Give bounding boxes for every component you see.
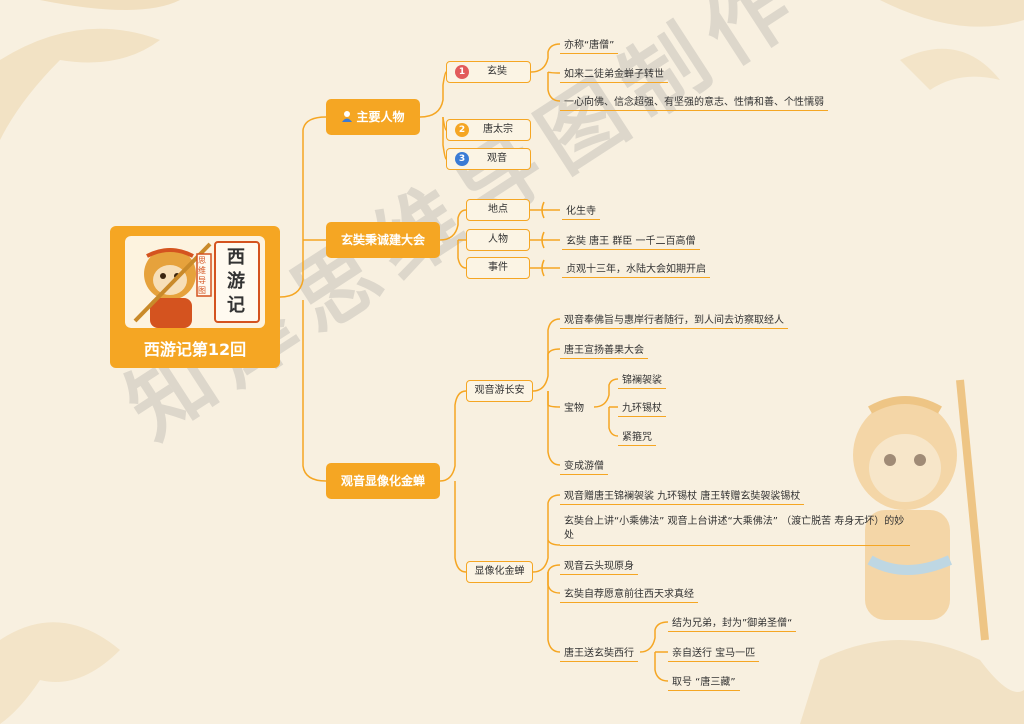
character-xuanzang[interactable]: 1 玄奘 [446, 61, 531, 83]
number-badge: 2 [455, 123, 469, 137]
leaf-node[interactable]: 变成游僧 [560, 457, 608, 475]
character-guanyin[interactable]: 3 观音 [446, 148, 531, 170]
leaf-node[interactable]: 结为兄弟，封为”御弟圣僧“ [668, 614, 797, 632]
leaf-node[interactable]: 贞观十三年，水陆大会如期开启 [562, 260, 710, 278]
guanyin-tour[interactable]: 观音游长安 [466, 380, 533, 402]
leaf-node[interactable]: 紧箍咒 [618, 428, 656, 446]
branch-assembly[interactable]: 玄奘秉诚建大会 [326, 222, 440, 258]
leaf-node[interactable]: 唐王宣扬善果大会 [560, 341, 648, 359]
leaf-node[interactable]: 玄奘台上讲“小乘佛法” 观音上台讲述“大乘佛法” （渡亡脱苦 寿身无坏）的妙处 [560, 515, 910, 546]
leaf-node[interactable]: 观音云头现原身 [560, 557, 638, 575]
branch-guanyin[interactable]: 观音显像化金蝉 [326, 463, 440, 499]
character-label: 观音 [487, 153, 507, 164]
leaf-node[interactable]: 亦称“唐僧” [560, 36, 619, 54]
leaf-node[interactable]: 观音奉佛旨与惠岸行者随行，到人间去访察取经人 [560, 311, 788, 329]
leaf-node[interactable]: 九环锡杖 [618, 399, 666, 417]
leaf-node[interactable]: 一心向佛、信念超强、有坚强的意志、性情和善、个性懦弱 [560, 93, 828, 111]
assembly-event[interactable]: 事件 [466, 257, 530, 279]
root-node[interactable]: 西游记 思维导图 西游记第12回 [110, 226, 280, 368]
leaf-node[interactable]: 亲自送行 宝马一匹 [668, 644, 760, 662]
assembly-people[interactable]: 人物 [466, 229, 530, 251]
guanyin-manifest[interactable]: 显像化金蝉 [466, 561, 533, 583]
cover-title-text: 西游记 [227, 247, 245, 316]
leaf-node[interactable]: 化生寺 [562, 202, 600, 220]
leaf-node[interactable]: 锦襕袈裟 [618, 371, 666, 389]
character-label: 唐太宗 [483, 124, 513, 135]
leaf-node[interactable]: 玄奘自荐愿意前往西天求真经 [560, 585, 698, 603]
character-taizong[interactable]: 2 唐太宗 [446, 119, 531, 141]
leaf-node[interactable]: 取号 “唐三藏” [668, 673, 740, 691]
treasure-node[interactable]: 宝物 [564, 403, 584, 414]
leaf-node[interactable]: 如来二徒弟金蝉子转世 [560, 65, 668, 83]
assembly-location[interactable]: 地点 [466, 199, 530, 221]
send-off-node[interactable]: 唐王送玄奘西行 [560, 644, 638, 662]
number-badge: 1 [455, 65, 469, 79]
branch-label: 观音显像化金蝉 [340, 474, 425, 488]
monkey-cover-icon [133, 241, 260, 328]
monkey-king-illustration [853, 379, 989, 641]
person-icon [342, 111, 353, 122]
leaf-node[interactable]: 玄奘 唐王 群臣 一千二百高僧 [562, 232, 700, 250]
branch-label: 主要人物 [356, 110, 405, 124]
root-title: 西游记第12回 [143, 340, 247, 359]
branch-label: 玄奘秉诚建大会 [340, 233, 425, 247]
number-badge: 3 [455, 152, 469, 166]
character-label: 玄奘 [487, 66, 507, 77]
cover-tag-text: 思维导图 [198, 256, 206, 295]
leaf-node[interactable]: 观音赠唐王锦襕袈裟 九环锡杖 唐王转赠玄奘袈裟锡杖 [560, 487, 805, 505]
cover-image: 西游记 思维导图 [125, 236, 265, 328]
branch-main-characters[interactable]: 主要人物 [326, 99, 420, 135]
